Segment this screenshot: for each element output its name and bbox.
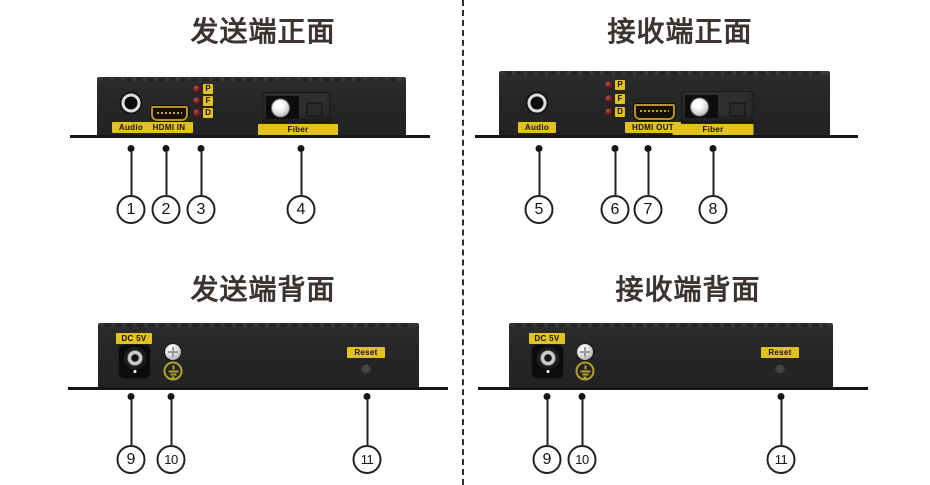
hdmi-in-label: HDMI IN <box>145 122 193 133</box>
fiber-port-icon <box>682 92 753 122</box>
device-rx-front: Audio P F D HDMI OUT Fiber <box>499 71 830 137</box>
audio-label: Audio <box>112 122 150 133</box>
fiber-label: Fiber <box>258 124 338 135</box>
device-rx-back: DC 5V Reset <box>509 323 833 389</box>
callout-11: 11 <box>352 393 382 474</box>
callout-10: 10 <box>567 393 597 474</box>
callout-1: 1 <box>116 145 146 224</box>
dashed-divider <box>462 0 464 485</box>
callout-6: 6 <box>600 145 630 224</box>
fiber-port-icon <box>263 93 330 122</box>
fiber-ferrule <box>690 97 709 117</box>
ground-symbol-icon <box>575 361 595 381</box>
led-fiber-icon <box>605 95 613 103</box>
callout-11: 11 <box>766 393 796 474</box>
led-fiber-label: F <box>203 96 213 106</box>
device-baseline <box>70 135 430 138</box>
device-baseline <box>478 387 868 390</box>
audio-jack-icon <box>121 93 141 113</box>
reset-button-icon <box>360 362 372 374</box>
device-tx-front: Audio HDMI IN P F D Fiber <box>97 77 406 137</box>
callout-3: 3 <box>186 145 216 224</box>
ground-screw-icon <box>577 344 593 360</box>
dc-jack-icon <box>119 345 150 378</box>
callout-2: 2 <box>151 145 181 224</box>
reset-label: Reset <box>347 347 385 358</box>
hdmi-in-port-icon <box>151 106 188 121</box>
led-data-label: D <box>203 108 213 118</box>
led-data-icon <box>605 108 613 116</box>
led-data-icon <box>193 109 201 117</box>
callout-9: 9 <box>116 393 146 474</box>
ground-screw-icon <box>165 344 181 360</box>
callout-10: 10 <box>156 393 186 474</box>
fiber-notch <box>306 102 323 117</box>
led-fiber-label: F <box>615 94 625 104</box>
fiber-notch <box>729 102 746 117</box>
dc-jack-icon <box>532 345 563 378</box>
title-rx-front: 接收端正面 <box>607 16 753 47</box>
callout-8: 8 <box>698 145 728 224</box>
hdmi-out-port-icon <box>634 104 675 120</box>
title-tx-front: 发送端正面 <box>190 16 336 47</box>
device-baseline <box>68 387 448 390</box>
dc-power-label: DC 5V <box>529 333 565 344</box>
callout-5: 5 <box>524 145 554 224</box>
device-baseline <box>475 135 858 138</box>
reset-label: Reset <box>761 347 799 358</box>
callout-7: 7 <box>633 145 663 224</box>
fiber-label: Fiber <box>672 124 754 135</box>
audio-jack-icon <box>527 93 547 113</box>
device-tx-back: DC 5V Reset <box>98 323 419 389</box>
led-power-icon <box>193 85 201 93</box>
led-fiber-icon <box>193 97 201 105</box>
audio-label: Audio <box>518 122 556 133</box>
reset-button-icon <box>774 362 786 374</box>
title-rx-back: 接收端背面 <box>615 274 761 305</box>
dc-power-label: DC 5V <box>116 333 152 344</box>
led-data-label: D <box>615 107 625 117</box>
title-tx-back: 发送端背面 <box>190 274 336 305</box>
ground-symbol-icon <box>163 361 183 381</box>
led-power-label: P <box>615 80 625 90</box>
callout-9: 9 <box>532 393 562 474</box>
fiber-ferrule <box>271 98 290 117</box>
led-power-icon <box>605 81 613 89</box>
led-power-label: P <box>203 84 213 94</box>
callout-4: 4 <box>286 145 316 224</box>
hdmi-out-label: HDMI OUT <box>625 122 681 133</box>
